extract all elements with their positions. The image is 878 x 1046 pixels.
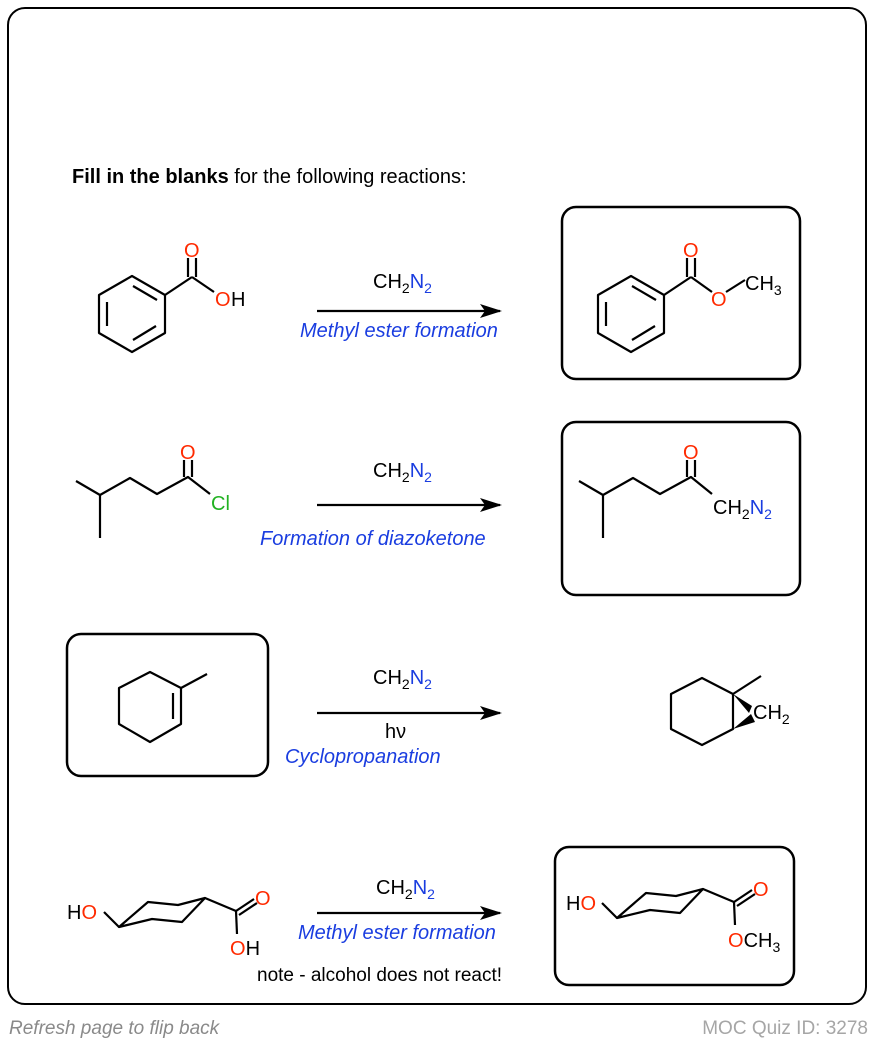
oxygen-label: O (683, 240, 699, 262)
hydroxycyclohexane-acid (103, 896, 258, 935)
condition-label-3: hν (385, 721, 406, 743)
hydroxyl-label: HO (67, 902, 97, 924)
reagent-label-1: CH2N2 (373, 271, 432, 296)
oxygen-label: O (753, 879, 769, 901)
reaction-description-2: Formation of diazoketone (260, 528, 486, 550)
reagent-label-4: CH2N2 (376, 877, 435, 902)
wedge-bond (733, 714, 755, 729)
chlorine-label: Cl (211, 493, 230, 515)
hydroxycyclohexane-ester (601, 887, 756, 926)
benzoic-acid (97, 258, 215, 354)
reaction-description-4: Methyl ester formation (298, 922, 496, 944)
reaction-note-4: note - alcohol does not react! (257, 965, 502, 986)
reagent-label-2: CH2N2 (373, 460, 432, 485)
methyl-label: CH3 (745, 273, 782, 298)
hydroxyl-label: HO (566, 893, 596, 915)
flip-back-hint[interactable]: Refresh page to flip back (9, 1018, 220, 1039)
wedge-bond (733, 694, 752, 713)
diazoketone (578, 460, 713, 538)
answer-box-3[interactable] (65, 632, 270, 778)
answer-box-1[interactable] (560, 205, 802, 381)
diazomethyl-label: CH2N2 (713, 497, 772, 522)
oxygen-label: O (184, 240, 200, 262)
answer-box-2[interactable] (560, 420, 802, 597)
methyl-benzoate (596, 258, 746, 354)
methylene-label: CH2 (753, 702, 790, 727)
oxygen-label: O (711, 289, 727, 311)
oxygen-label: O (215, 289, 231, 311)
oxygen-label: O (683, 442, 699, 464)
methylcyclohexene (117, 670, 208, 744)
acid-chloride (75, 460, 211, 538)
instructions-title: Fill in the blanks for the following rea… (72, 166, 467, 188)
answer-box-4[interactable] (553, 845, 796, 987)
reagent-label-3: CH2N2 (373, 667, 432, 692)
reaction-description-1: Methyl ester formation (300, 320, 498, 342)
quiz-id: MOC Quiz ID: 3278 (702, 1018, 868, 1039)
acid-hydroxyl-label: OH (230, 938, 260, 960)
methoxy-label: OCH3 (728, 930, 780, 955)
reaction-description-3: Cyclopropanation (285, 746, 441, 768)
oxygen-label: O (255, 888, 271, 910)
oxygen-label: O (180, 442, 196, 464)
hydrogen-label: H (231, 289, 245, 311)
